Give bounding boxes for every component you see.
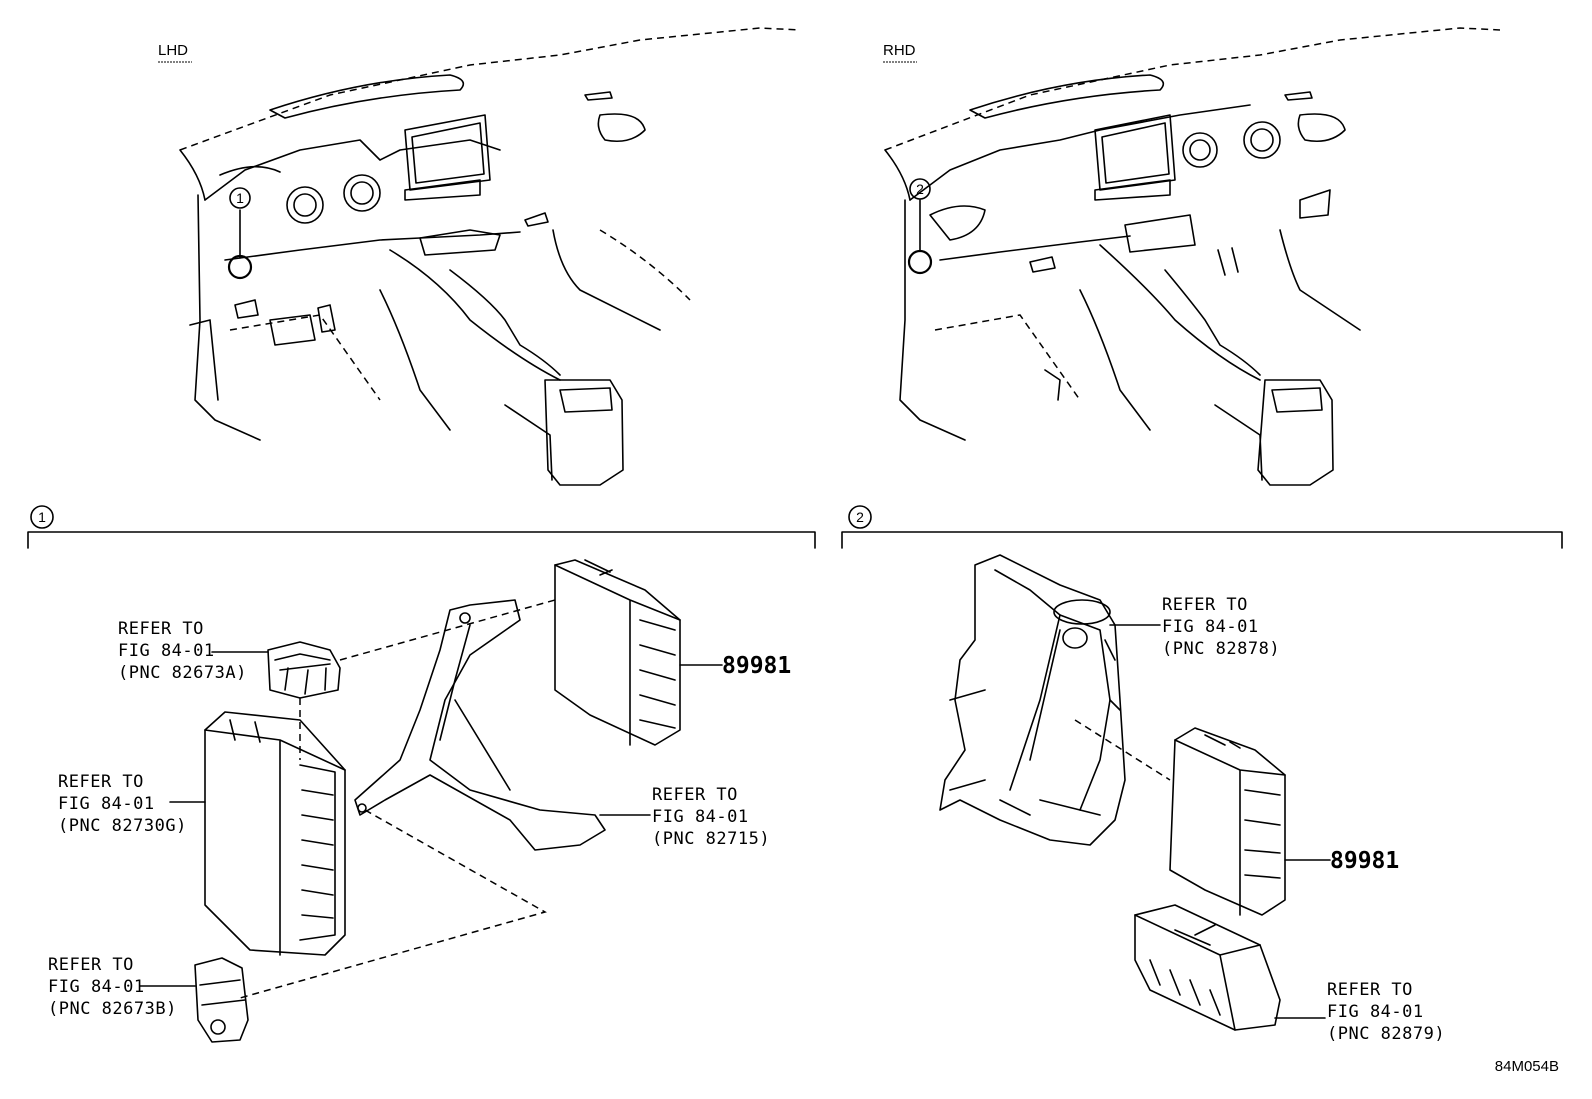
lhd-dashboard-illustration: 1 (179, 27, 801, 486)
svg-text:REFER TO: REFER TO (652, 785, 738, 805)
svg-text:FIG 84-01: FIG 84-01 (652, 807, 749, 827)
section-1-dashed-leaders (239, 599, 556, 999)
figure-code: 84M054B (1495, 1058, 1559, 1075)
lhd-callout-number: 1 (236, 190, 244, 206)
section-2-header: 2 (841, 505, 1563, 549)
ecu-89981-right-illustration (1169, 727, 1286, 916)
rhd-callout-number: 2 (916, 181, 924, 197)
refer-82715-label: REFER TO FIG 84-01 (PNC 82715) (652, 785, 770, 849)
svg-text:(PNC 82673A): (PNC 82673A) (118, 663, 247, 683)
refer-82730g-label: REFER TO FIG 84-01 (PNC 82730G) (58, 772, 187, 836)
svg-text:FIG 84-01: FIG 84-01 (118, 641, 215, 661)
svg-text:REFER TO: REFER TO (1162, 595, 1248, 615)
lhd-callout-circle (229, 187, 251, 209)
connector-82673a-illustration (267, 641, 341, 699)
lhd-label: LHD (158, 42, 188, 59)
ecu-89981-left-illustration (554, 559, 681, 746)
part-number-89981-left: 89981 (722, 653, 791, 679)
svg-text:FIG 84-01: FIG 84-01 (1327, 1002, 1424, 1022)
part-number-89981-right: 89981 (1330, 848, 1399, 874)
connector-82673b-illustration (194, 957, 249, 1043)
svg-text:REFER TO: REFER TO (1327, 980, 1413, 1000)
svg-text:(PNC 82715): (PNC 82715) (652, 829, 770, 849)
svg-text:FIG 84-01: FIG 84-01 (58, 794, 155, 814)
refer-82879-label: REFER TO FIG 84-01 (PNC 82879) (1327, 980, 1445, 1044)
section-1-number: 1 (38, 509, 46, 525)
svg-text:(PNC 82879): (PNC 82879) (1327, 1024, 1445, 1044)
rhd-callout-circle (909, 178, 931, 200)
svg-text:(PNC 82878): (PNC 82878) (1162, 639, 1280, 659)
lhd-location-marker (227, 254, 253, 280)
svg-text:(PNC 82730G): (PNC 82730G) (58, 816, 187, 836)
svg-text:(PNC 82673B): (PNC 82673B) (48, 999, 177, 1019)
svg-text:REFER TO: REFER TO (118, 619, 204, 639)
svg-text:REFER TO: REFER TO (58, 772, 144, 792)
rhd-label: RHD (883, 42, 916, 59)
svg-text:REFER TO: REFER TO (48, 955, 134, 975)
section-1-header: 1 (27, 505, 816, 549)
refer-82673b-label: REFER TO FIG 84-01 (PNC 82673B) (48, 955, 177, 1019)
section-2-dashed-leaders (1074, 719, 1171, 781)
rhd-location-marker (907, 249, 933, 275)
refer-82878-label: REFER TO FIG 84-01 (PNC 82878) (1162, 595, 1280, 659)
bracket-82878-illustration (939, 554, 1126, 846)
svg-text:FIG 84-01: FIG 84-01 (1162, 617, 1259, 637)
connector-82879-illustration (1134, 904, 1281, 1031)
section-2-leader-lines (1109, 624, 1331, 1019)
section-1-leader-lines (139, 651, 723, 987)
svg-text:FIG 84-01: FIG 84-01 (48, 977, 145, 997)
rhd-dashboard-illustration: 2 (884, 27, 1501, 486)
junction-block-82730g-illustration (204, 711, 346, 956)
bracket-82715-illustration (354, 599, 606, 851)
refer-82673a-label: REFER TO FIG 84-01 (PNC 82673A) (118, 619, 247, 683)
section-2-number: 2 (856, 509, 864, 525)
